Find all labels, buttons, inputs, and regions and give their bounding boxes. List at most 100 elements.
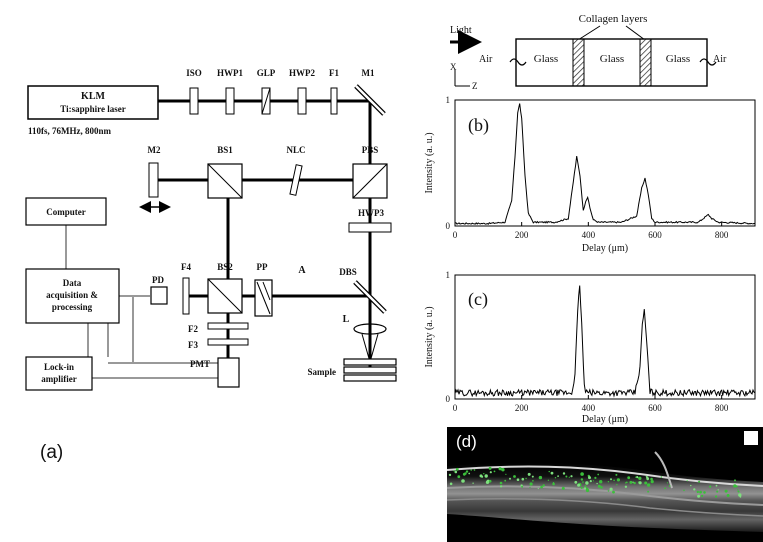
pbs-label: PBS [362,145,379,155]
daq-line-2: acquisition & [46,290,98,300]
chart-b-ylabel: Intensity (a. u.) [424,132,435,193]
shg-dot [737,489,739,491]
daq-line-1: Data [63,278,82,288]
shg-dot [529,482,533,486]
hwp3-label: HWP3 [358,208,384,218]
shg-dot [453,470,455,472]
shg-signal-dots [448,466,742,498]
shg-dot [532,480,534,482]
shg-dot [733,484,737,488]
computer-label: Computer [46,207,86,217]
nlc-label: NLC [286,145,305,155]
shg-dot [594,476,597,479]
shg-dot [698,480,701,483]
shg-dot [470,469,472,471]
shg-dot [717,489,719,491]
scale-marker [744,431,758,445]
shg-dot [660,476,663,478]
shg-dot [488,479,492,483]
x-tick-label: 400 [582,403,596,413]
collagen-label: Collagen layers [579,13,648,25]
pd-label: PD [152,275,164,285]
pmt-label: PMT [190,359,210,369]
shg-dot [697,494,701,498]
lockin-line-2: amplifier [41,374,77,384]
shg-dot [521,485,523,488]
shg-dot [701,494,704,497]
shg-dot [529,486,531,488]
x-tick-label: 200 [515,403,529,413]
x-tick-label: 0 [453,403,458,413]
shg-dot [709,485,712,488]
beam-paths [152,99,372,370]
sample-stack [343,358,397,382]
shg-dot [537,487,539,490]
computer-box [25,197,107,226]
y-tick-label: 1 [446,270,451,280]
shg-dot [580,478,584,481]
shg-dot [638,481,642,485]
f2-filter [207,322,249,330]
air-right-label: Air [713,54,727,65]
shg-dot [715,484,718,487]
shg-dot [734,479,736,482]
shg-dot [468,472,471,475]
shg-dot [739,495,742,498]
bs1-label: BS1 [217,145,233,155]
air-left-label: Air [479,54,493,65]
y-tick-label: 0 [446,394,451,404]
sample-schematic: Light Collagen layers Air Air Glass Glas… [450,13,727,91]
axis-x-label: X [450,62,457,72]
laser-name: KLM [81,91,105,102]
shg-dot [486,479,490,483]
shg-dot [737,490,740,493]
shg-dot [484,474,488,478]
shg-dot [583,487,587,490]
shg-dot [696,490,699,494]
shg-dot [699,490,702,494]
m2-mirror [148,162,159,198]
shg-dot [645,475,647,477]
shg-dot [690,484,692,487]
shg-dot [483,473,485,475]
panel-d-label: (d) [456,432,477,451]
pp-label: PP [257,262,268,272]
shg-dot [664,487,666,490]
shg-dot [632,481,634,483]
shg-dot [499,481,503,485]
oct-image-panel: (d) [446,427,763,542]
shg-dot [513,475,516,478]
glp-label: GLP [257,68,276,78]
shg-dot [561,486,565,490]
shg-dot [616,478,621,482]
shg-dot [472,482,474,484]
x-tick-label: 400 [582,230,596,240]
shg-dot [531,475,534,478]
m1-label: M1 [362,68,375,78]
shg-dot [646,483,651,487]
shg-dot [724,489,728,493]
f4-label: F4 [181,262,191,272]
shg-dot [552,482,555,486]
shg-dot [636,476,639,479]
bs2-label: BS2 [217,262,233,272]
shg-dot [540,485,543,489]
shg-dot [554,477,557,479]
chart-c-axes [454,274,756,400]
shg-dot [568,476,570,478]
shg-dot [585,481,589,485]
shg-dot [650,480,654,484]
shg-dot [592,480,595,482]
shg-dot [726,494,730,497]
shg-dot [577,483,581,487]
hwp1-label: HWP1 [217,68,243,78]
shg-dot [668,485,671,487]
shg-dot [548,470,550,473]
shg-dot [650,477,653,481]
setup-diagram: KLM Ti:sapphire laser 110fs, 76MHz, 800n… [25,68,397,463]
pmt-detector [217,357,240,388]
